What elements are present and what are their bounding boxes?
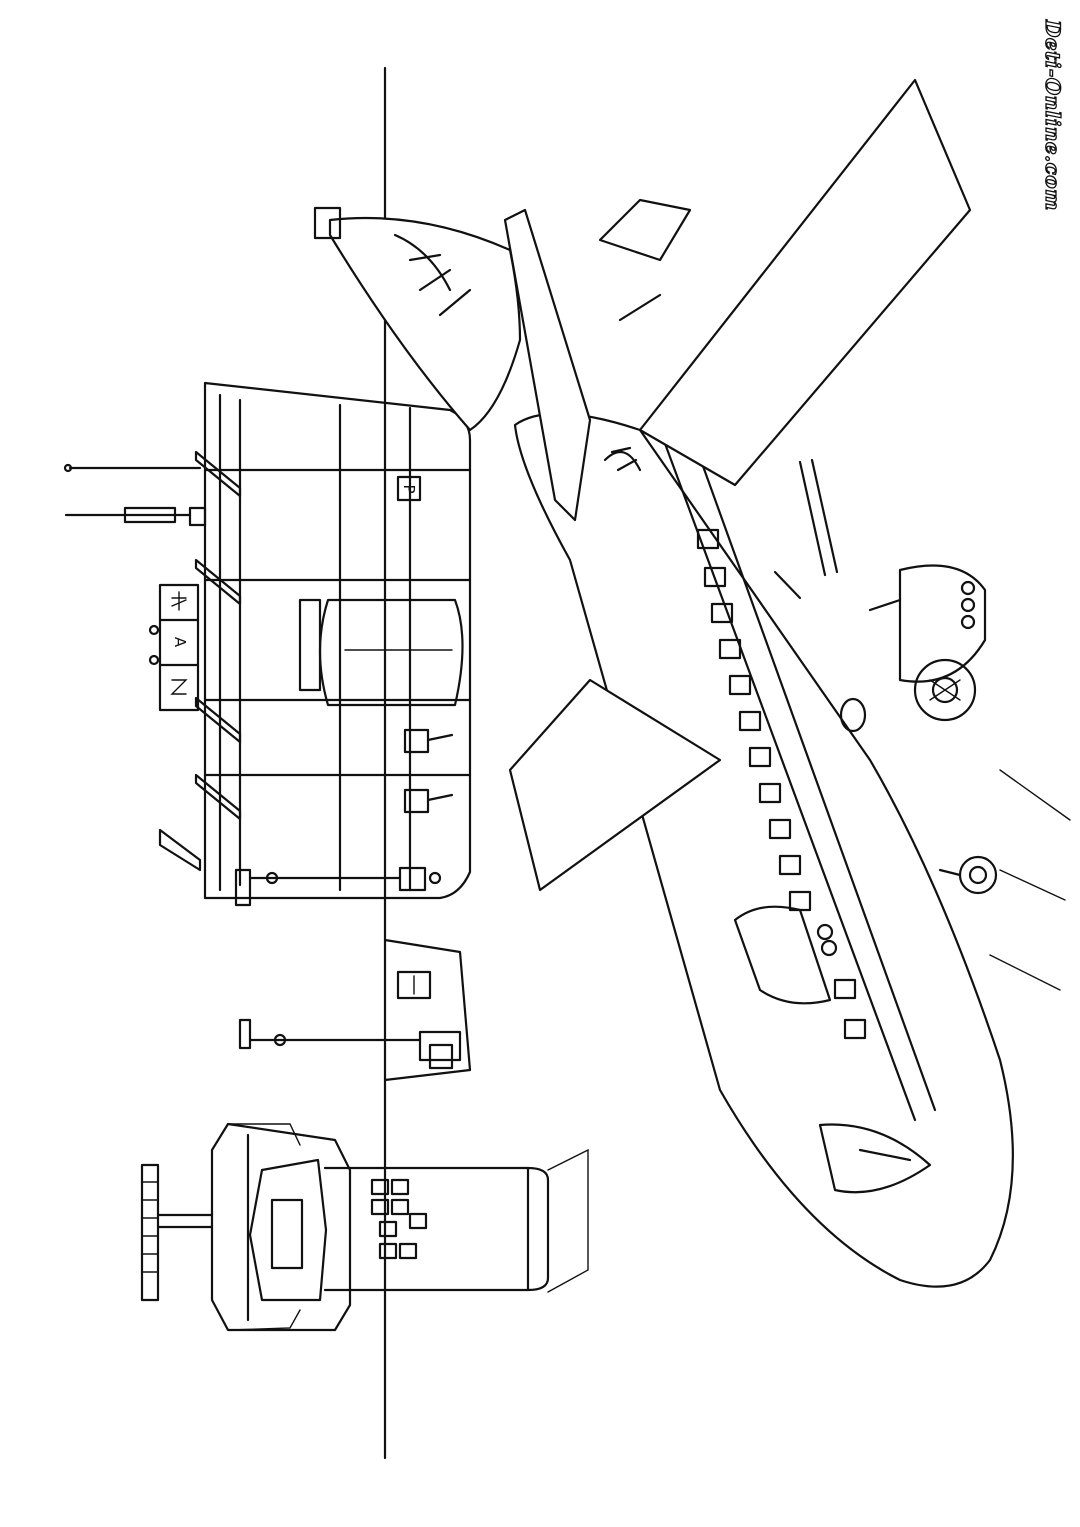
cockpit-window <box>818 1123 932 1194</box>
arrow-icon <box>170 679 188 695</box>
roof-bracket <box>194 450 242 498</box>
engine <box>868 564 987 722</box>
vertical-stabilizer <box>328 216 522 432</box>
tail-logo-icon <box>603 446 642 472</box>
parking-sign: P <box>396 475 422 502</box>
fuselage <box>513 412 1014 1288</box>
airplane-icon <box>171 591 187 611</box>
terminal-building: A P <box>63 381 472 907</box>
horizontal-stabilizer <box>503 208 592 522</box>
lower-wing <box>508 678 722 892</box>
baggage-cart <box>383 938 472 1082</box>
cabin-door <box>733 905 832 1005</box>
roof-bracket <box>194 773 242 821</box>
parking-sign-letter: P <box>400 484 418 493</box>
cabin-windows <box>696 528 867 1040</box>
control-tower <box>140 1122 589 1332</box>
gate-sign-letter: A <box>171 637 189 648</box>
lamp-post-lower <box>238 1018 462 1062</box>
tower-windows <box>370 1178 428 1260</box>
main-wing <box>638 78 972 487</box>
gate-sign: A <box>148 583 200 712</box>
landing-gear <box>839 697 998 895</box>
roof-bracket <box>194 558 242 606</box>
radar-antenna <box>140 1163 160 1302</box>
roof-bracket <box>194 696 242 744</box>
airplane <box>313 78 1071 1288</box>
watermark-text: Deti-Online.com <box>1040 19 1065 211</box>
rotunda-entrance <box>318 598 464 707</box>
